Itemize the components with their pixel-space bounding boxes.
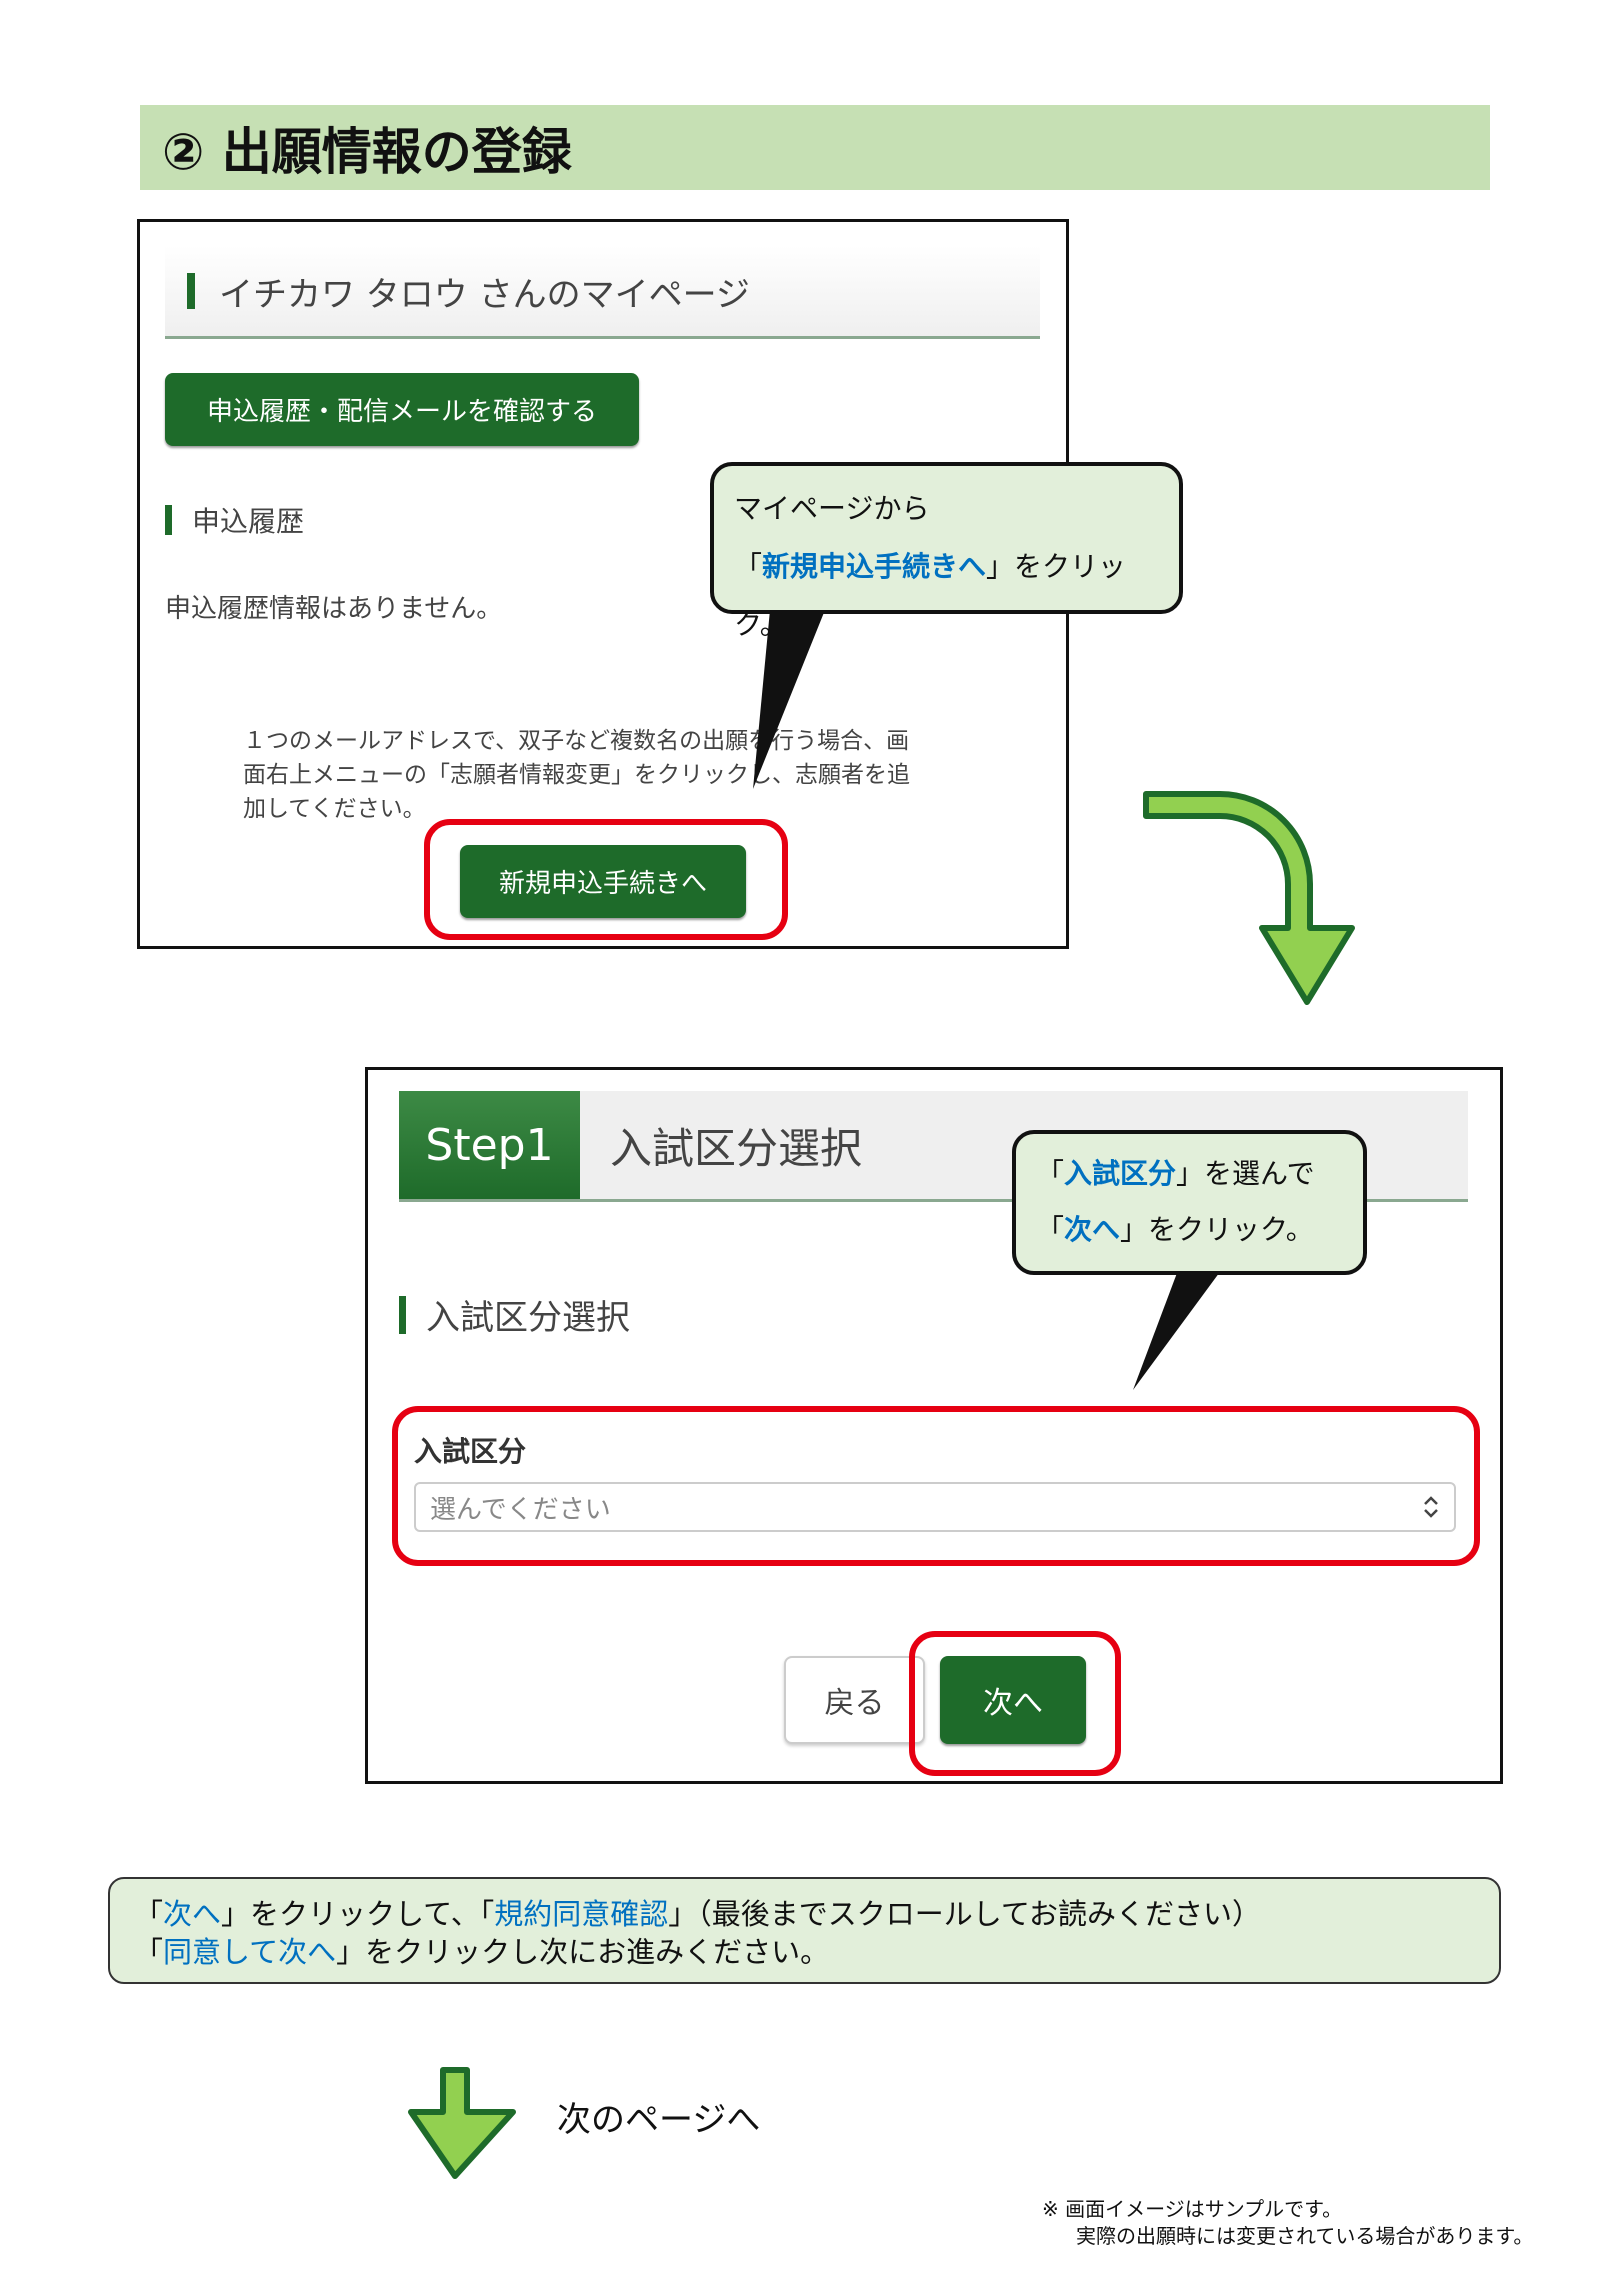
next-page-text: 次のページへ bbox=[557, 2100, 761, 2140]
text: 」（最後までスクロールしてお読みください） bbox=[668, 1897, 1261, 1931]
text: 「 bbox=[134, 1935, 164, 1969]
category-heading-text: 入試区分選択 bbox=[426, 1298, 630, 1338]
header-accent-bar bbox=[187, 273, 195, 309]
callout2-text1: 」を選んで bbox=[1176, 1157, 1315, 1190]
footnote-line: 実際の出願時には変更されている場合があります。 bbox=[1076, 2224, 1534, 2248]
back-button[interactable]: 戻る bbox=[784, 1656, 925, 1744]
callout-mypage: マイページから 「新規申込手続きへ」をクリック。 bbox=[710, 462, 1183, 641]
text: 「 bbox=[134, 1897, 164, 1931]
empty-history-text: 申込履歴情報はありません。 bbox=[165, 594, 503, 624]
note-line: 加してください。 bbox=[243, 796, 426, 822]
highlight-new-application bbox=[424, 819, 788, 940]
category-select[interactable]: 選んでください bbox=[414, 1482, 1456, 1532]
note-line: １つのメールアドレスで、双子など複数名の出願を行う場合、画 bbox=[243, 728, 910, 754]
text: 」をクリックし次にお進みください。 bbox=[336, 1935, 830, 1969]
text: 」をクリックして、「 bbox=[221, 1897, 495, 1931]
curved-down-arrow-icon bbox=[1143, 791, 1355, 1005]
callout2-link1: 入試区分 bbox=[1064, 1157, 1177, 1190]
callout-category: 「入試区分」を選んで 「次へ」をクリック。 bbox=[1012, 1130, 1367, 1275]
heading-accent-bar bbox=[165, 505, 172, 535]
history-mail-button[interactable]: 申込履歴・配信メールを確認する bbox=[165, 373, 639, 446]
category-heading: 入試区分選択 bbox=[399, 1290, 630, 1339]
history-heading: 申込履歴 bbox=[165, 500, 304, 540]
callout1-line2: 「新規申込手続きへ」をクリック。 bbox=[734, 538, 1159, 654]
callout1-tail-text: 」をクリック。 bbox=[734, 550, 1127, 641]
instruction-box: 「次へ」をクリックして、「規約同意確認」（最後までスクロールしてお読みください）… bbox=[108, 1877, 1501, 1984]
select-updown-icon bbox=[1424, 1496, 1438, 1518]
footnote-line: ※ 画面イメージはサンプルです。 bbox=[1042, 2197, 1343, 2221]
history-heading-text: 申込履歴 bbox=[192, 505, 305, 538]
bracket: 「 bbox=[1036, 1213, 1065, 1246]
new-application-button[interactable]: 新規申込手続きへ bbox=[460, 845, 746, 918]
callout2-line1: 「入試区分」を選んで bbox=[1036, 1146, 1343, 1202]
highlight-next-button bbox=[909, 1631, 1121, 1776]
multi-applicant-note: １つのメールアドレスで、双子など複数名の出願を行う場合、画 面右上メニューの「志… bbox=[243, 724, 910, 826]
link-text: 次へ bbox=[163, 1897, 222, 1931]
callout2-line2: 「次へ」をクリック。 bbox=[1036, 1202, 1343, 1258]
bracket: 「 bbox=[1036, 1157, 1065, 1190]
callout2-tail bbox=[1133, 1265, 1225, 1390]
instruction-line-1: 「次へ」をクリックして、「規約同意確認」（最後までスクロールしてお読みください） bbox=[134, 1895, 1475, 1933]
step-title: 入試区分選択 bbox=[610, 1123, 863, 1173]
page-title: ② 出願情報の登録 bbox=[140, 105, 1490, 190]
callout1-line1: マイページから bbox=[734, 492, 930, 525]
link-text: 同意して次へ bbox=[163, 1935, 337, 1969]
callout1-link-text: 新規申込手続きへ bbox=[762, 550, 987, 583]
callout1-tail bbox=[753, 610, 825, 789]
note-line: 面右上メニューの「志願者情報変更」をクリックし、志願者を追 bbox=[243, 762, 910, 788]
callout2-text2: 」をクリック。 bbox=[1120, 1213, 1314, 1246]
instruction-line-2: 「同意して次へ」をクリックし次にお進みください。 bbox=[134, 1933, 1475, 1971]
callout2-link2: 次へ bbox=[1064, 1213, 1121, 1246]
bracket: 「 bbox=[734, 550, 763, 583]
heading-accent-bar bbox=[399, 1295, 406, 1334]
step-badge: Step1 bbox=[399, 1091, 580, 1199]
select-placeholder: 選んでください bbox=[430, 1494, 611, 1525]
next-button[interactable]: 次へ bbox=[940, 1656, 1086, 1744]
highlight-category-field bbox=[392, 1406, 1480, 1566]
link-text: 規約同意確認 bbox=[494, 1897, 669, 1931]
down-arrow-icon bbox=[408, 2067, 516, 2179]
footnote: ※ 画面イメージはサンプルです。 実際の出願時には変更されている場合があります。 bbox=[1042, 2196, 1533, 2250]
mypage-header-title: イチカワ タロウ さんのマイページ bbox=[219, 274, 750, 315]
mypage-header: イチカワ タロウ さんのマイページ bbox=[165, 246, 1040, 339]
category-label: 入試区分 bbox=[414, 1435, 527, 1468]
